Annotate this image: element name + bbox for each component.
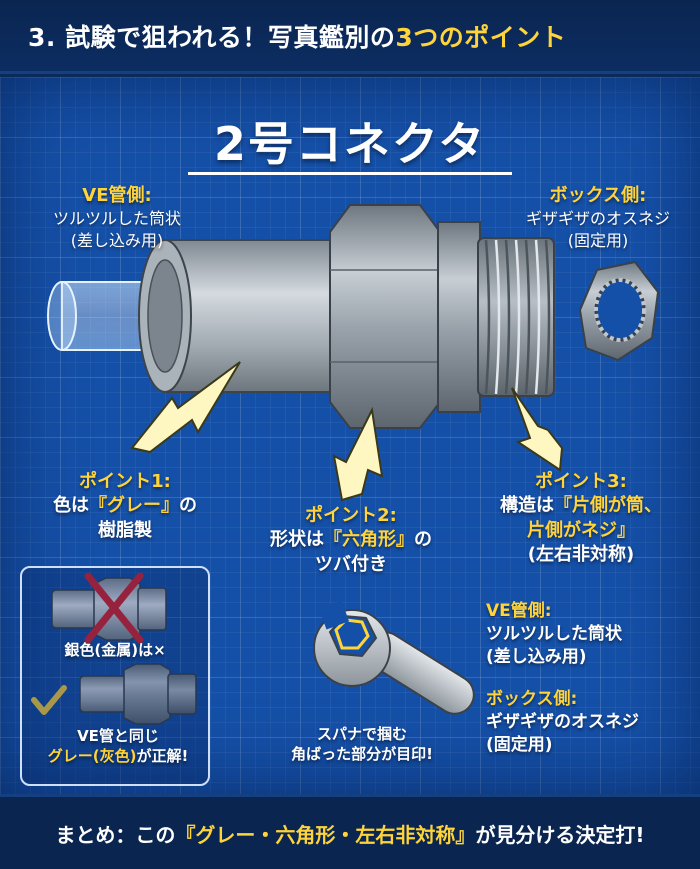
inset-wrong-text: 銀色(金属)は× — [64, 641, 166, 659]
thread-ridge — [514, 239, 521, 395]
inset-right-text: VE管と同じ グレー(灰色)が正解! — [30, 726, 206, 767]
wrench-line2: 角ばった部分が目印! — [291, 745, 433, 764]
thread-ridge — [484, 239, 491, 395]
ve-side-line2: (差し込み用) — [70, 230, 164, 250]
box-side-bottom-line1: ギザギザのオスネジ — [486, 711, 639, 732]
lock-nut — [578, 260, 660, 362]
point3-line3: (左右非対称) — [527, 543, 635, 565]
point2-title: ポイント2: — [305, 505, 397, 526]
ve-side-label-top: VE管側: ツルツルした筒状 (差し込み用) — [22, 184, 212, 251]
box-side-bottom-title: ボックス側: — [486, 689, 578, 709]
diagram-title: 2号コネクタ — [213, 117, 487, 171]
point3-line2: 片側がネジ』 — [527, 519, 635, 541]
inset-right-post: が正解! — [136, 747, 189, 766]
point2-post: の — [414, 529, 432, 551]
footer-pre: まとめ：この — [55, 822, 176, 847]
thread-ridge — [524, 239, 531, 395]
point2-pre: 形状は — [270, 529, 324, 551]
thread-ridge — [504, 239, 511, 395]
wrench-icon — [313, 600, 475, 715]
point3-highlight: 『片側が筒、 — [554, 495, 662, 517]
thread-ridge — [494, 239, 501, 395]
point1-title: ポイント1: — [79, 471, 171, 492]
box-side-label-top: ボックス側: ギザギザのオスネジ (固定用) — [500, 184, 696, 251]
title-underline — [188, 172, 512, 175]
header-text: 3. 試験で狙われる！写真鑑別の — [28, 22, 396, 52]
arrow-point1 — [130, 361, 241, 454]
inset-right-line1: VE管と同じ — [77, 727, 159, 745]
point3-label: ポイント3: 構造は『片側が筒、 片側がネジ』 (左右非対称) — [470, 470, 692, 567]
ve-side-bottom-title: VE管側: — [486, 601, 552, 621]
box-side-title: ボックス側: — [549, 185, 647, 206]
wrench-line1: スパナで掴む — [316, 725, 407, 743]
point1-pre: 色は — [53, 495, 89, 517]
point1-post: の — [179, 495, 197, 517]
point1-highlight: 『グレー』 — [89, 495, 179, 517]
footer-highlight: 『グレー・六角形・左右非対称』 — [175, 822, 476, 847]
ve-side-line1: ツルツルした筒状 — [52, 209, 181, 229]
arrow-point2 — [332, 406, 384, 502]
footer-post: が見分ける決定打! — [475, 822, 645, 847]
box-side-line2: (固定用) — [567, 230, 629, 250]
ve-side-bottom-line1: ツルツルした筒状 — [486, 623, 622, 644]
thread-ridge — [534, 239, 541, 395]
connector-hex-flange — [329, 204, 481, 429]
ve-side-label-bottom: VE管側: ツルツルした筒状 (差し込み用) — [486, 600, 686, 669]
point2-highlight: 『六角形』 — [324, 529, 414, 551]
ve-side-bottom-line2: (差し込み用) — [486, 646, 587, 667]
point3-pre: 構造は — [500, 495, 554, 517]
color-comparison-inset — [20, 566, 210, 786]
box-side-line1: ギザギザのオスネジ — [525, 209, 670, 229]
box-side-bottom-line2: (固定用) — [486, 734, 553, 755]
point2-label: ポイント2: 形状は『六角形』の ツバ付き — [238, 504, 464, 577]
thread-ridge — [544, 239, 551, 395]
point2-line2: ツバ付き — [315, 553, 387, 575]
check-icon — [31, 685, 67, 715]
connector-smooth-tube — [138, 239, 336, 393]
footer-summary: まとめ：この『グレー・六角形・左右非対称』が見分ける決定打! — [0, 794, 700, 869]
ve-side-title: VE管側: — [82, 185, 152, 206]
gray-connector-right — [79, 663, 197, 725]
silver-connector-wrong — [51, 572, 167, 644]
arrow-point3 — [511, 387, 564, 472]
inset-right-highlight: グレー(灰色) — [47, 747, 137, 766]
wrench-caption: スパナで掴む 角ばった部分が目印! — [262, 724, 462, 765]
box-side-label-bottom: ボックス側: ギザギザのオスネジ (固定用) — [486, 688, 692, 757]
point3-title: ポイント3: — [535, 471, 627, 492]
point1-label: ポイント1: 色は『グレー』の 樹脂製 — [20, 470, 230, 543]
connector-threads — [477, 237, 555, 397]
header-highlight: 3つのポイント — [395, 22, 567, 52]
point1-line2: 樹脂製 — [98, 519, 152, 541]
